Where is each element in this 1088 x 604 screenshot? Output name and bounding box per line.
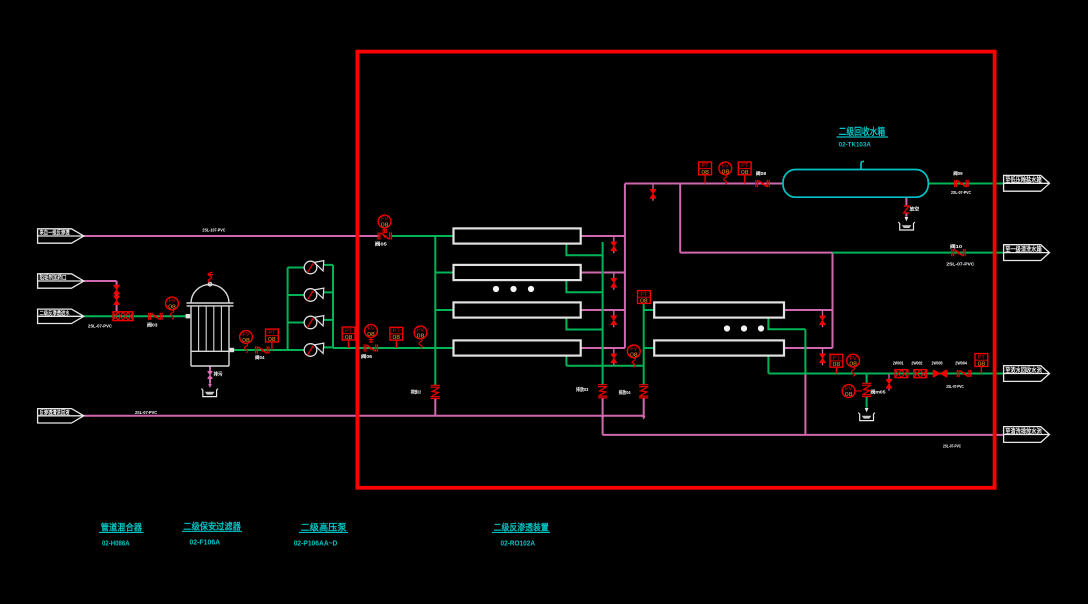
svg-text:二级高压泵: 二级高压泵 — [301, 522, 348, 533]
svg-text:放空: 放空 — [908, 206, 919, 213]
svg-text:02-RO102A: 02-RO102A — [501, 541, 536, 548]
svg-text:2SL-07-PVC: 2SL-07-PVC — [951, 190, 971, 195]
svg-text:02-F106A: 02-F106A — [189, 540, 220, 547]
svg-text:阀08: 阀08 — [756, 170, 767, 177]
svg-text:排放04: 排放04 — [619, 389, 631, 396]
svg-text:阀05: 阀05 — [375, 241, 387, 248]
svg-text:2SL-07-PVC: 2SL-07-PVC — [946, 384, 964, 389]
svg-text:至清洗排放水池: 至清洗排放水池 — [1005, 426, 1042, 435]
svg-text:2W002: 2W002 — [911, 361, 922, 366]
svg-text:2SL-107-PVC: 2SL-107-PVC — [202, 228, 225, 233]
svg-text:反渗透清洗回液: 反渗透清洗回液 — [40, 408, 70, 416]
svg-text:2W003: 2W003 — [932, 361, 943, 366]
svg-text:阀06: 阀06 — [361, 353, 372, 360]
svg-text:2W001: 2W001 — [893, 361, 904, 366]
svg-text:02-TK103A: 02-TK103A — [839, 142, 872, 149]
svg-text:2SL-07-PVC: 2SL-07-PVC — [943, 444, 961, 449]
svg-text:阀10: 阀10 — [950, 243, 962, 250]
svg-text:阀m05: 阀m05 — [871, 389, 886, 396]
svg-text:至浓水回收水池: 至浓水回收水池 — [1005, 365, 1042, 374]
svg-text:管道混合器: 管道混合器 — [101, 522, 143, 533]
svg-text:二级反渗透装置: 二级反渗透装置 — [494, 522, 549, 533]
svg-text:2SL-07-PVC: 2SL-07-PVC — [88, 323, 113, 328]
svg-text:2SL-07-PVC: 2SL-07-PVC — [946, 262, 975, 267]
svg-text:02-P106AA~D: 02-P106AA~D — [294, 541, 338, 548]
svg-text:排放02: 排放02 — [411, 388, 422, 395]
svg-text:来自一级反渗透: 来自一级反渗透 — [39, 229, 70, 237]
svg-text:02-H086A: 02-H086A — [102, 541, 130, 548]
svg-text:至低压除盐水箱: 至低压除盐水箱 — [1005, 175, 1042, 184]
svg-text:排污: 排污 — [214, 371, 223, 378]
svg-text:2SL-07-PVC: 2SL-07-PVC — [135, 410, 158, 415]
svg-text:至一级清洗水箱: 至一级清洗水箱 — [1005, 245, 1042, 254]
svg-text:二级保安过滤器: 二级保安过滤器 — [183, 520, 241, 531]
svg-text:阻垢剂加药口: 阻垢剂加药口 — [40, 274, 67, 282]
svg-text:二级回收水箱: 二级回收水箱 — [839, 126, 886, 138]
svg-text:排放03: 排放03 — [576, 386, 589, 393]
svg-text:阀09: 阀09 — [953, 170, 963, 177]
svg-text:阀04: 阀04 — [255, 354, 265, 361]
svg-text:阀03: 阀03 — [147, 321, 158, 328]
svg-text:2W004: 2W004 — [955, 361, 967, 366]
svg-text:二级反渗透进水: 二级反渗透进水 — [40, 309, 70, 317]
